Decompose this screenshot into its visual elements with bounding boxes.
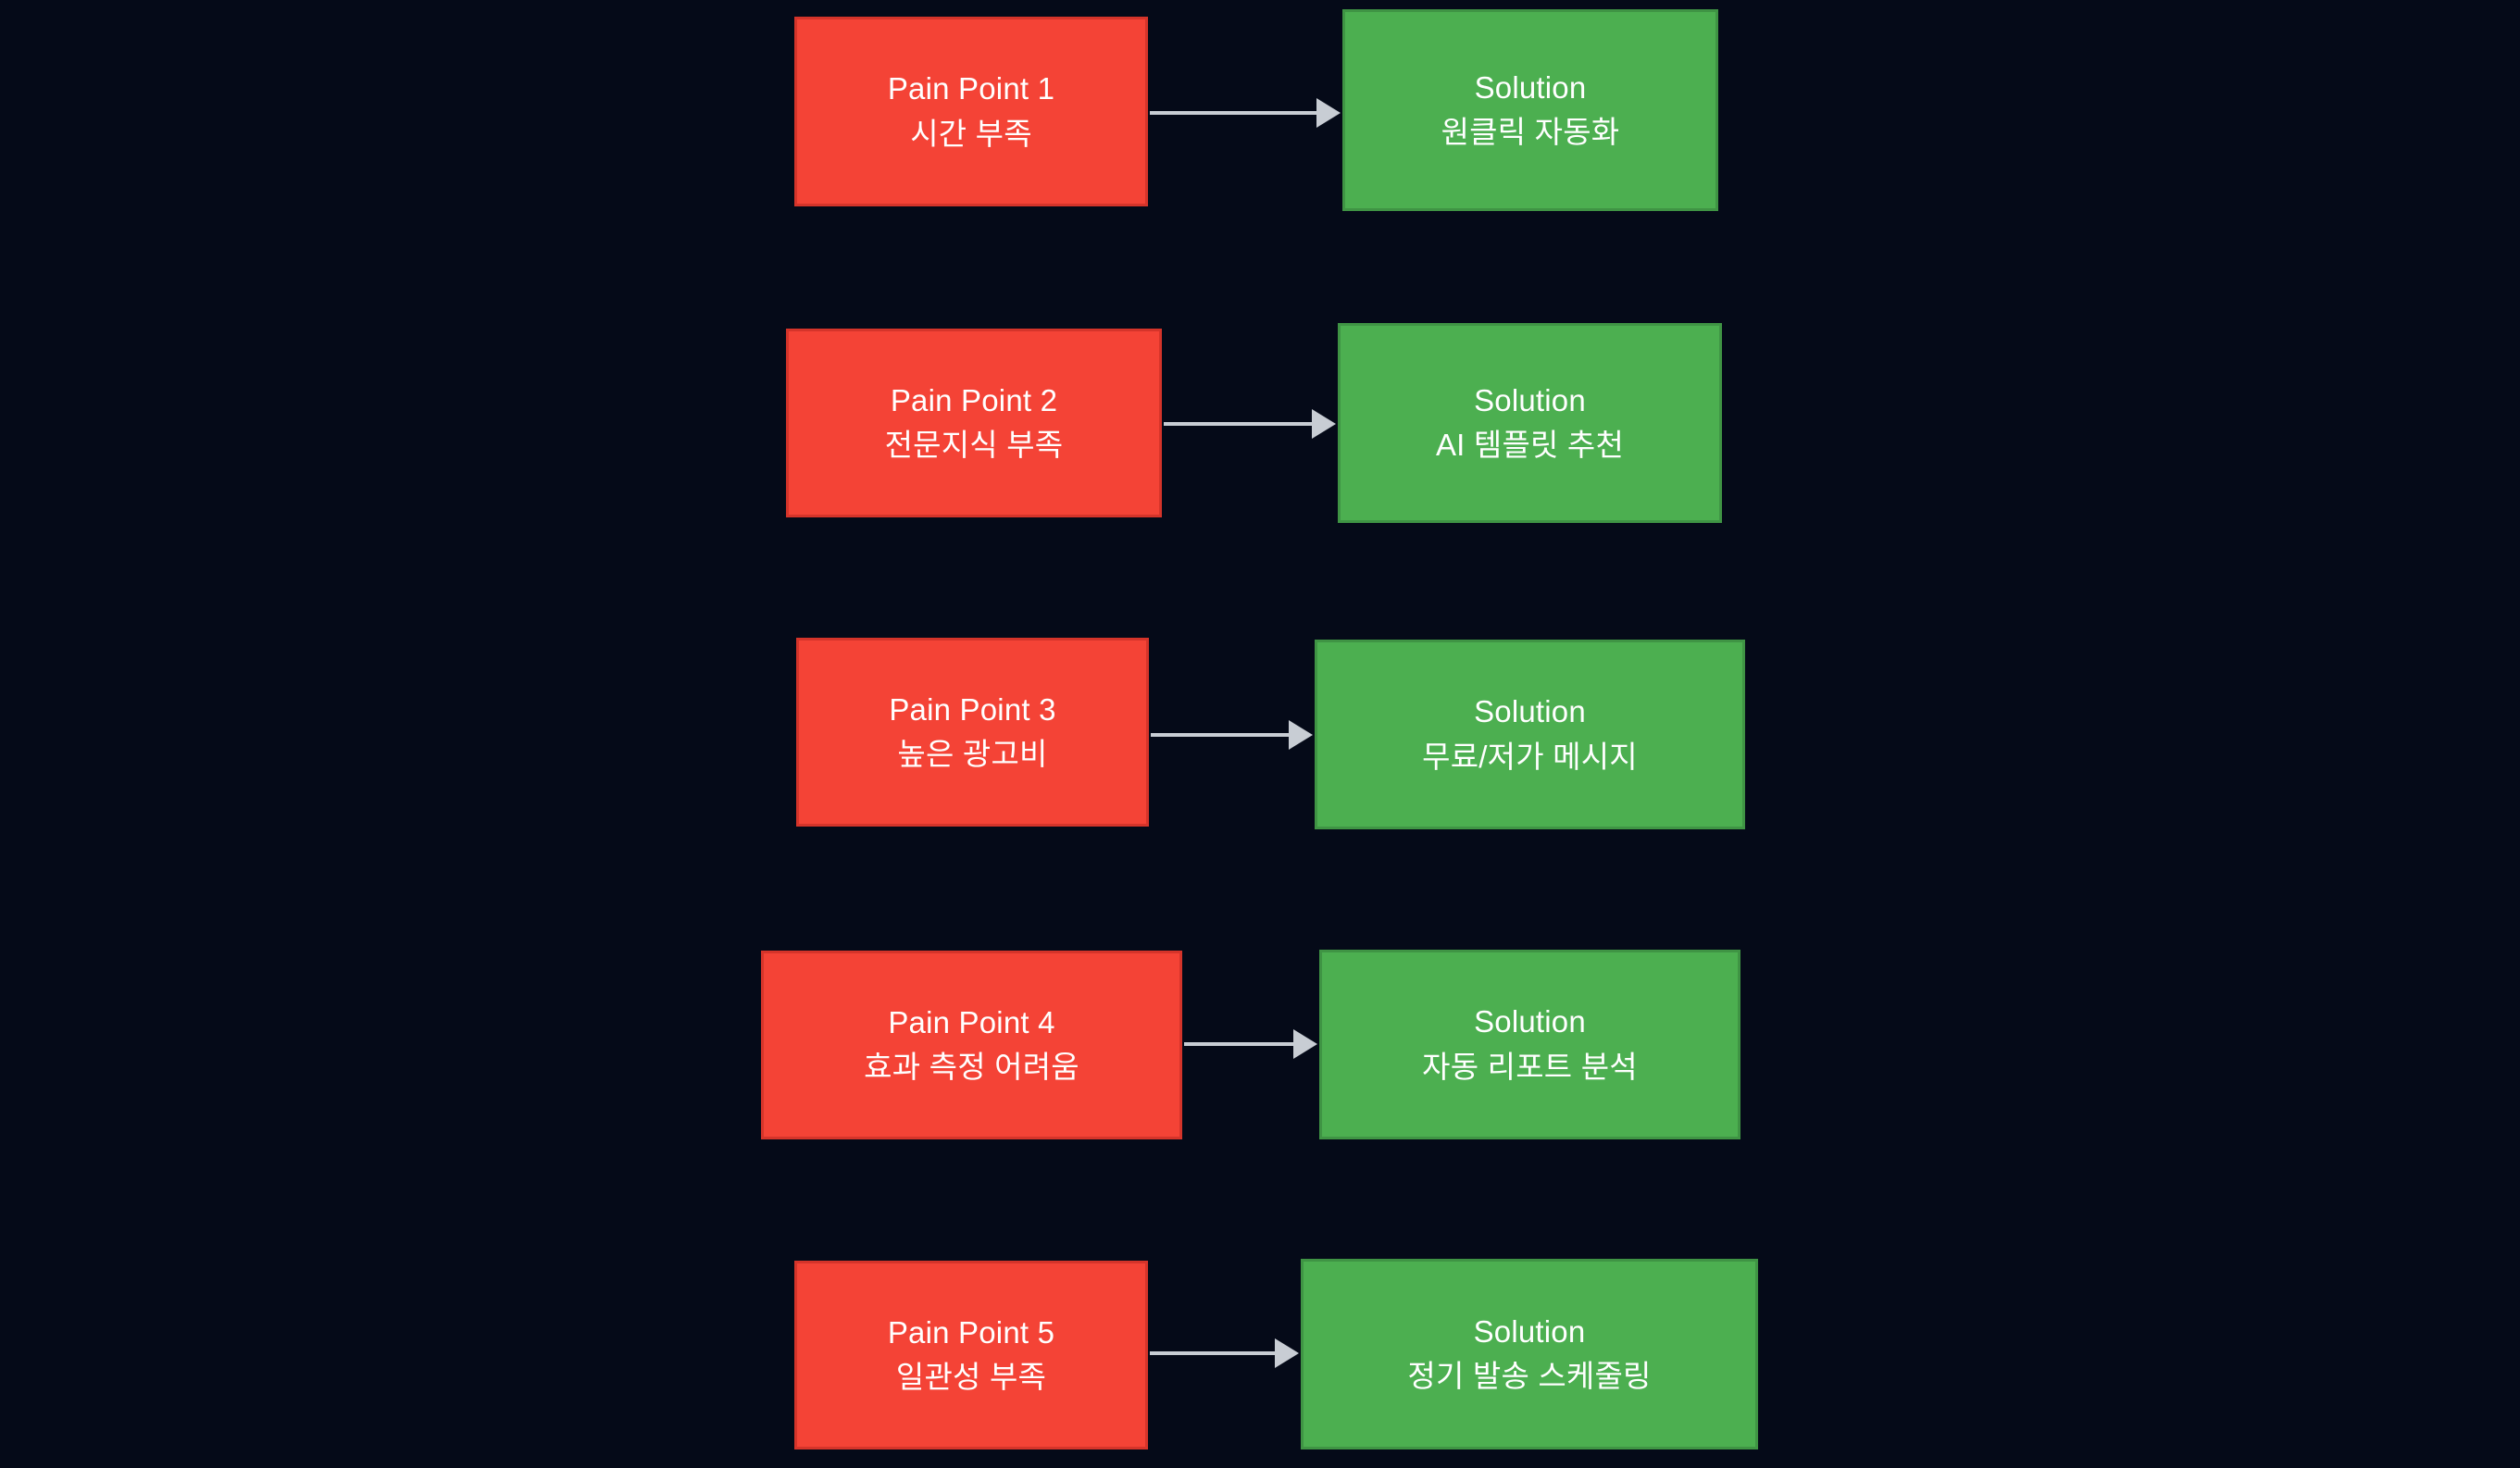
- solution-title: Solution: [1474, 69, 1587, 105]
- pain-point-box-2[interactable]: Pain Point 2 전문지식 부족: [786, 329, 1162, 517]
- solution-box-5[interactable]: Solution 정기 발송 스케줄링: [1301, 1259, 1758, 1449]
- arrow-connector-4: [1184, 1029, 1317, 1059]
- pain-point-box-4[interactable]: Pain Point 4 효과 측정 어려움: [761, 951, 1182, 1139]
- solution-detail: 자동 리포트 분석: [1422, 1049, 1638, 1084]
- pain-point-title: Pain Point 5: [887, 1314, 1055, 1350]
- arrow-connector-1: [1150, 98, 1341, 128]
- pain-point-detail: 효과 측정 어려움: [864, 1050, 1079, 1084]
- solution-detail: AI 템플릿 추천: [1435, 428, 1625, 462]
- solution-box-1[interactable]: Solution 원클릭 자동화: [1342, 9, 1718, 211]
- arrow-connector-3: [1151, 720, 1313, 750]
- arrow-connector-5: [1150, 1338, 1299, 1368]
- pain-point-detail: 전문지식 부족: [884, 428, 1064, 462]
- pain-point-title: Pain Point 4: [888, 1004, 1055, 1039]
- pain-point-title: Pain Point 3: [889, 691, 1056, 727]
- solution-box-3[interactable]: Solution 무료/저가 메시지: [1315, 640, 1745, 829]
- pain-point-box-1[interactable]: Pain Point 1 시간 부족: [794, 17, 1148, 206]
- solution-title: Solution: [1474, 694, 1586, 729]
- arrow-connector-2: [1164, 409, 1336, 439]
- pain-point-detail: 시간 부족: [910, 116, 1032, 151]
- solution-box-4[interactable]: Solution 자동 리포트 분석: [1319, 950, 1740, 1139]
- solution-box-2[interactable]: Solution AI 템플릿 추천: [1338, 323, 1722, 523]
- pain-point-box-3[interactable]: Pain Point 3 높은 광고비: [796, 638, 1149, 827]
- pain-point-detail: 일관성 부족: [895, 1360, 1047, 1394]
- solution-detail: 원클릭 자동화: [1441, 115, 1620, 149]
- pain-point-detail: 높은 광고비: [897, 737, 1048, 771]
- solution-title: Solution: [1474, 382, 1586, 417]
- solution-detail: 무료/저가 메시지: [1422, 739, 1638, 774]
- pain-point-box-5[interactable]: Pain Point 5 일관성 부족: [794, 1261, 1148, 1449]
- pain-point-title: Pain Point 1: [887, 71, 1055, 106]
- solution-title: Solution: [1473, 1313, 1586, 1349]
- pain-point-title: Pain Point 2: [890, 382, 1058, 417]
- solution-title: Solution: [1474, 1004, 1586, 1039]
- solution-detail: 정기 발송 스케줄링: [1407, 1359, 1652, 1393]
